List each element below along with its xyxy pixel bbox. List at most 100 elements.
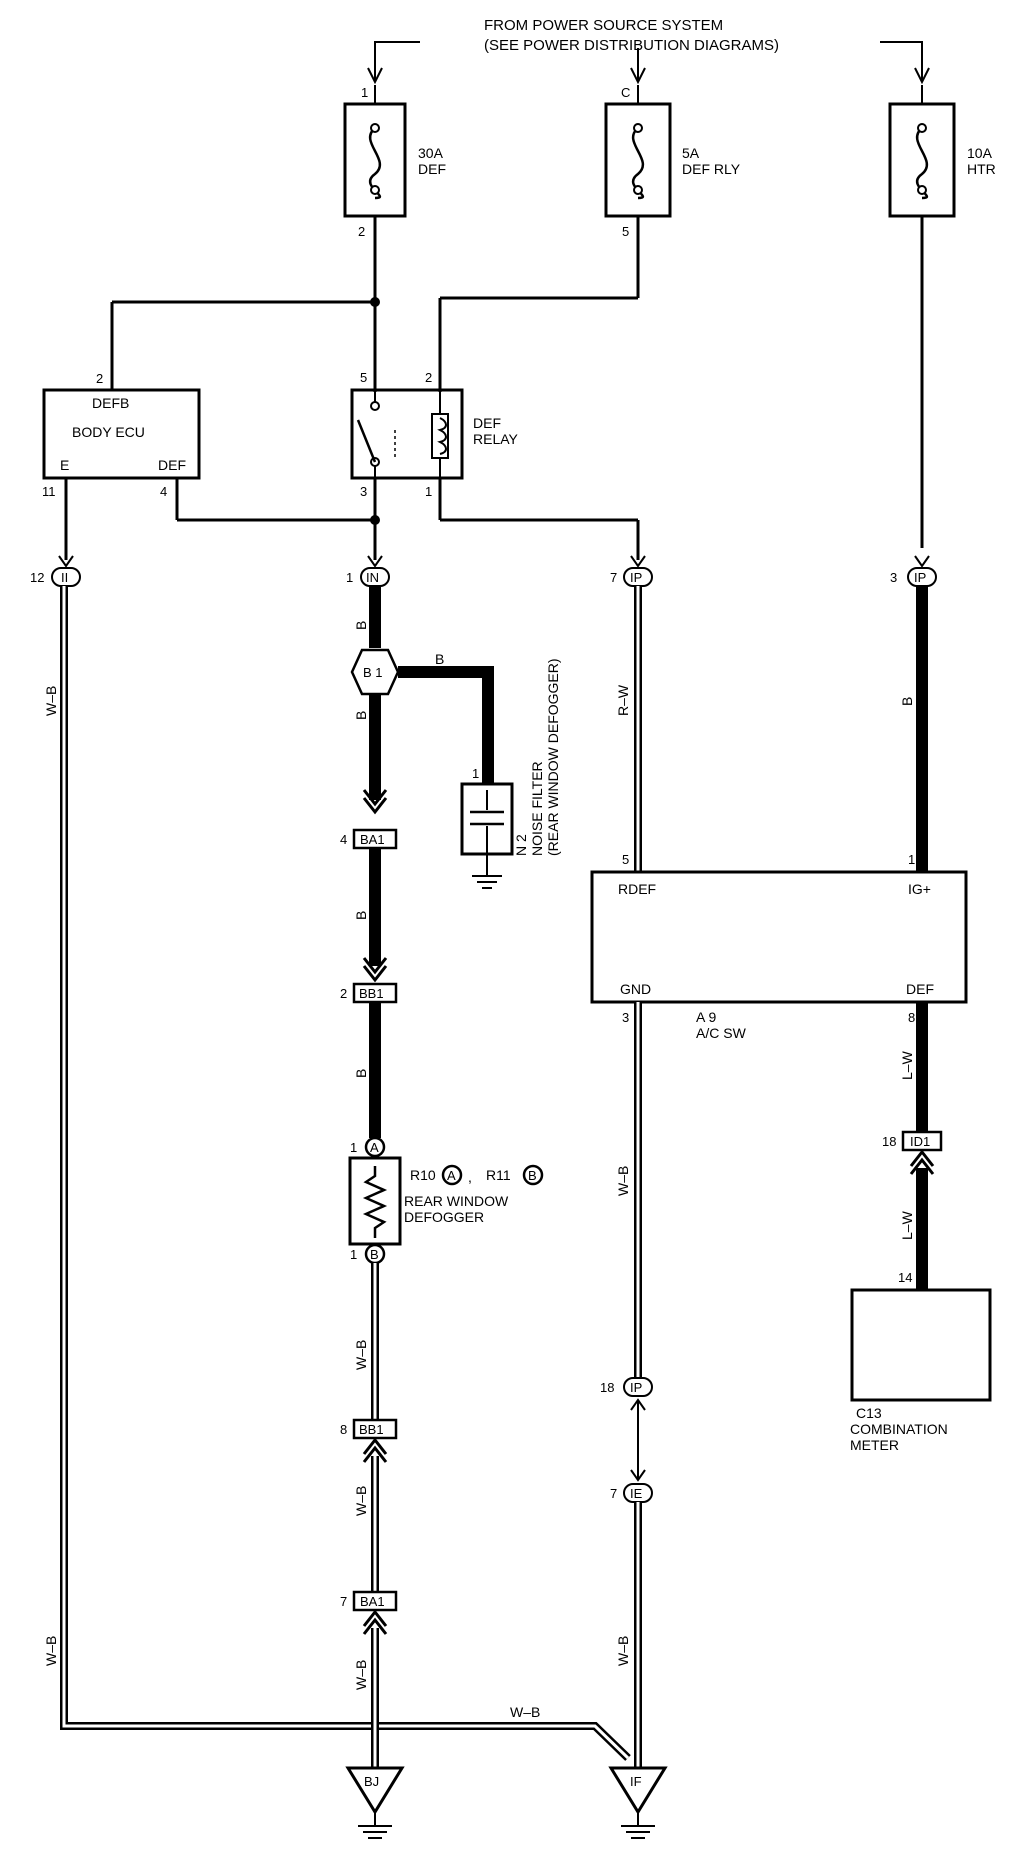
connector-ba1-a: BA1 4 [340,828,398,850]
ac-sw-def: DEF [906,981,934,997]
connector-ii-pin: 12 [30,570,44,585]
wire-b-4: B [353,1069,369,1078]
fuse-5a-name: 5A [682,145,700,161]
noise-filter-line-2: NOISE FILTER [529,761,545,856]
ground-bj: BJ [345,1766,405,1839]
meter-pin: 14 [898,1270,912,1285]
arrow-ii-icon [58,555,74,568]
connector-a-label: A [370,1140,379,1155]
ac-sw-rdef: RDEF [618,881,656,897]
rear-window-defogger: R10 A , R11 B REAR WINDOW DEFOGGER [348,1156,544,1246]
connector-b-pin: 1 [350,1247,357,1262]
wire-lw-1: L–W [899,1050,915,1080]
fuse-30a-sub: DEF [418,161,446,177]
connector-ip-2: IP 3 [890,567,937,587]
connector-ip-2-pin: 3 [890,570,897,585]
relay-pin-br: 1 [425,484,432,499]
body-ecu-left: E [60,457,69,473]
body-ecu: DEFB BODY ECU E DEF 2 11 4 [42,371,201,499]
fuse-5a-pin-out: 5 [622,224,629,239]
fuse-5a: 5A DEF RLY C 5 [604,85,741,239]
connector-b: B 1 [350,1243,386,1265]
ac-sw-name-2: A/C SW [696,1025,747,1041]
wire-b-3: B [353,911,369,920]
connector-a-pin: 1 [350,1140,357,1155]
connector-bb1-b-label: BB1 [359,1422,384,1437]
ac-sw-pin-rdef: 5 [622,852,629,867]
splice-b1-label: B 1 [363,665,383,680]
connector-ip-3-pin: 18 [600,1380,614,1395]
noise-filter-line-1: N 2 [513,834,529,856]
fuse-5a-sub: DEF RLY [682,161,741,177]
connector-ip-3: IP 18 [600,1377,653,1397]
connector-ip-1-label: IP [630,570,642,585]
connector-ie-label: IE [630,1486,643,1501]
connector-in-pin: 1 [346,570,353,585]
ba1-b-arrow-icon [362,1609,388,1635]
header-line-1: FROM POWER SOURCE SYSTEM [484,17,723,34]
arrow-ip2-icon [914,555,930,568]
fuse-30a-pin-out: 2 [358,224,365,239]
defogger-a: A [447,1168,456,1183]
wb-long-run-inner [62,586,630,1760]
connector-ip-2-label: IP [914,570,926,585]
arrow-2-icon [630,67,646,85]
def-relay: DEF RELAY 5 2 3 1 [350,370,519,499]
top-wiring [64,216,924,560]
connector-ie: IE 7 [610,1483,653,1503]
connector-bb1-b-pin: 8 [340,1422,347,1437]
meter-name-3: METER [850,1437,899,1453]
noise-filter-pin: 1 [472,766,479,781]
id1-arrow-icon [909,1149,935,1175]
arrow-in-icon [367,555,383,568]
connector-in: IN 1 [346,567,390,587]
connector-id1-pin: 18 [882,1134,896,1149]
defogger-sep: , [468,1169,472,1185]
relay-pin-tr: 2 [425,370,432,385]
combination-meter: 14 C13 COMBINATION METER [850,1270,992,1453]
relay-pin-bl: 3 [360,484,367,499]
power-lead-1 [374,41,420,80]
fuse-5a-pin-in: C [621,85,630,100]
connector-ip-3-label: IP [630,1380,642,1395]
wire-wb-3: W–B [510,1704,540,1720]
connector-a: A 1 [350,1136,386,1158]
connector-b-label: B [370,1247,379,1262]
junction-1 [370,297,380,307]
connector-id1: ID1 18 [882,1130,943,1152]
connector-ba1-a-pin: 4 [340,832,347,847]
wire-wb-1: W–B [43,686,59,716]
wire-wb-8: W–B [615,1636,631,1666]
fuse-10a: 10A HTR [888,85,996,218]
connector-bb1-a: BB1 2 [340,982,398,1004]
wire-b-right: B [899,697,915,706]
connector-ip-1-pin: 7 [610,570,617,585]
ac-switch: RDEF IG+ GND DEF 5 1 3 8 A 9 A/C SW [590,852,968,1041]
body-ecu-pin-top: 2 [96,371,103,386]
arrow-3-icon [914,67,930,85]
relay-line-1: DEF [473,415,501,431]
fuse-10a-sub: HTR [967,161,996,177]
connector-bb1-a-label: BB1 [359,986,384,1001]
ac-sw-ig: IG+ [908,881,931,897]
fuse-30a-pin-in: 1 [361,85,368,100]
defogger-b: B [528,1168,537,1183]
fuse-30a-name: 30A [418,145,444,161]
ac-sw-pin-gnd: 3 [622,1010,629,1025]
arrow-1-icon [367,67,383,85]
wire-b-1: B [353,621,369,630]
bb1-b-arrow-icon [362,1437,388,1463]
splice-b1 [350,648,400,696]
body-ecu-top: DEFB [92,395,129,411]
defogger-line-1: REAR WINDOW [404,1193,509,1209]
ac-sw-gnd: GND [620,981,651,997]
ac-sw-name-1: A 9 [696,1009,716,1025]
body-ecu-right: DEF [158,457,186,473]
ba1-arrow-icon [362,789,388,815]
b-wire-branch [398,666,494,788]
connector-ba1-b-label: BA1 [360,1594,385,1609]
connector-ii: II 12 [30,567,81,587]
connector-ii-label: II [61,570,68,585]
connector-in-label: IN [366,570,379,585]
